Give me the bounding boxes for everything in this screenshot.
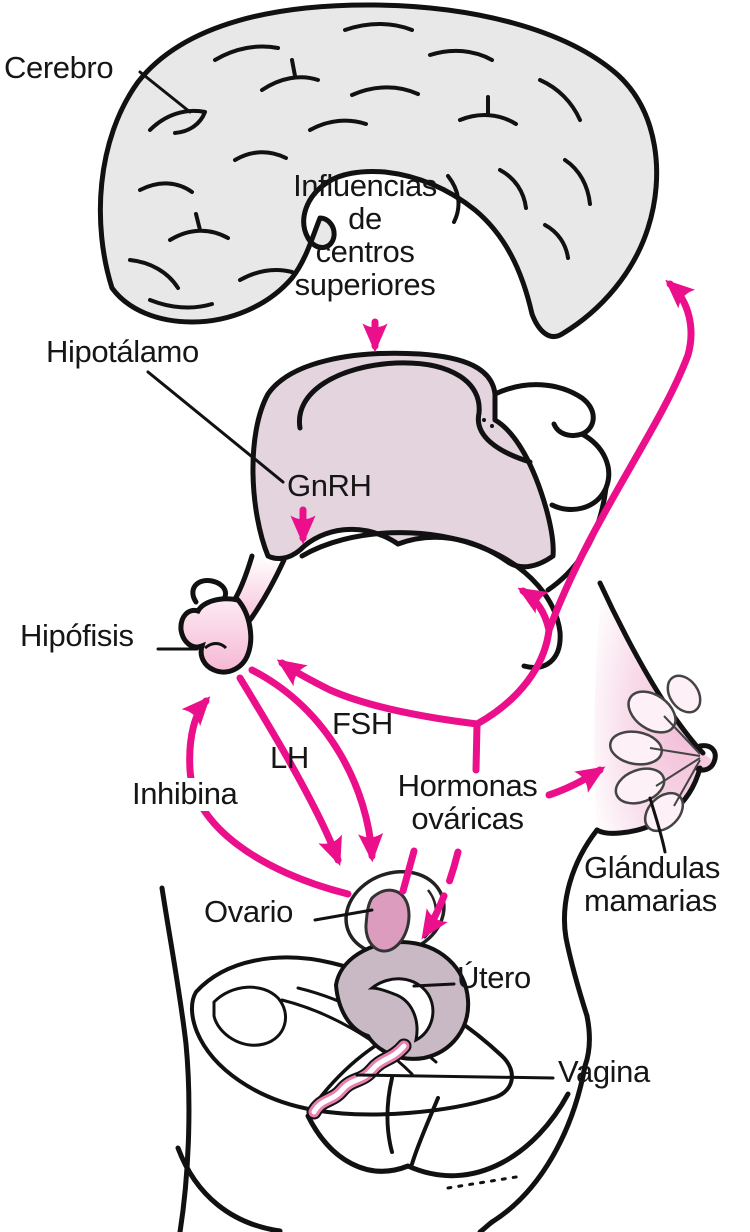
- hormone-arrows: [181, 279, 696, 940]
- vagina-pointer: [355, 1073, 555, 1080]
- hipotalamo-pointer: [146, 370, 285, 484]
- cerebro-pointer: [138, 70, 192, 114]
- pituitary-gland: [178, 596, 254, 675]
- lower-left-contour: [175, 1145, 283, 1232]
- label-vagina: Vagina: [558, 1054, 650, 1089]
- brain: [97, 2, 660, 339]
- buttock-crease-dotted: [446, 1174, 524, 1190]
- label-hipotalamo: Hipotálamo: [46, 334, 199, 369]
- label-utero: Útero: [457, 960, 531, 995]
- ovary: [364, 888, 411, 953]
- label-inhibina: Inhibina: [130, 776, 240, 811]
- brain-gyri: [128, 22, 592, 310]
- gluteal-folds: [385, 1076, 440, 1166]
- arrow-ovarian-to-brain: [545, 279, 696, 634]
- arrow-ovarian-to-uterus-dashed: [421, 848, 462, 940]
- reproductive-organs: [306, 869, 471, 1120]
- breast: [561, 580, 718, 1019]
- arrow-fsh: [248, 666, 384, 863]
- label-ovario: Ovario: [204, 894, 293, 929]
- label-cerebro: Cerebro: [4, 50, 114, 85]
- utero-pointer: [412, 982, 456, 988]
- label-hipofisis: Hipófisis: [20, 618, 134, 653]
- line-ovarian-branch: [473, 626, 553, 728]
- label-gnrh: GnRH: [287, 468, 372, 503]
- breast-contours: [561, 580, 718, 1019]
- arrow-ovarian-to-breast: [545, 766, 606, 799]
- pituitary-stalk-fill: [233, 556, 288, 620]
- pituitary-crease: [204, 642, 228, 650]
- arrow-ovarian-to-uterus-dash: [399, 847, 418, 895]
- brain-outline: [97, 2, 660, 339]
- label-hormonas-ovaricas: Hormonas ováricas: [397, 768, 538, 836]
- mammary-lobules: [608, 674, 702, 833]
- buttock-contour: [305, 1091, 571, 1179]
- label-glandulas-mamarias: Glándulas mamarias: [584, 850, 720, 918]
- uterine-cavity: [367, 977, 435, 1043]
- arrow-lh: [236, 674, 342, 867]
- abdomen-contour: [159, 885, 192, 1232]
- label-lh: LH: [270, 740, 309, 775]
- ovario-pointer: [313, 908, 374, 922]
- hip-right-contour: [477, 1013, 592, 1232]
- label-fsh: FSH: [332, 706, 393, 741]
- glandulas-pointer: [648, 796, 667, 854]
- arrow-ovarian-to-pituitary: [276, 659, 481, 728]
- line-ovarian-trunk: [472, 721, 481, 774]
- pointer-lines: [138, 70, 667, 1080]
- label-influencias-centros-superiores: Influencias de centros superiores: [293, 168, 437, 302]
- vagina-canal: [306, 1038, 412, 1120]
